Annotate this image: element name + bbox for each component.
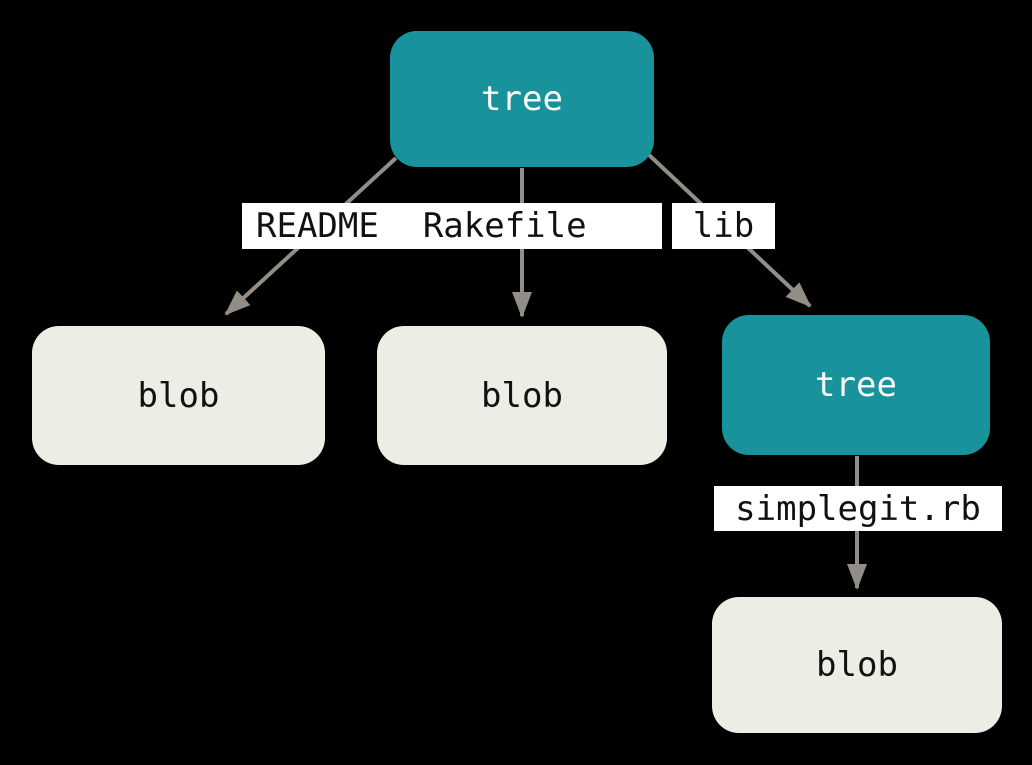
node-tree-lib-label: tree bbox=[815, 365, 897, 405]
edge-label-rakefile: Rakefile bbox=[422, 206, 587, 246]
node-tree-lib: tree bbox=[722, 315, 990, 455]
edge-label-lib: lib bbox=[672, 203, 775, 249]
node-blob-simplegit: blob bbox=[712, 597, 1002, 733]
node-blob-readme: blob bbox=[32, 326, 325, 465]
edge-label-simplegit: simplegit.rb bbox=[714, 486, 1002, 531]
node-blob-readme-label: blob bbox=[137, 375, 220, 416]
node-tree-root: tree bbox=[390, 31, 654, 167]
node-tree-root-label: tree bbox=[481, 79, 563, 119]
edge-label-readme: README bbox=[256, 206, 379, 246]
edge-label-lib-text: lib bbox=[692, 206, 755, 246]
edge-label-simplegit-text: simplegit.rb bbox=[735, 488, 981, 529]
node-blob-simplegit-label: blob bbox=[816, 645, 898, 685]
node-blob-rakefile-label: blob bbox=[481, 375, 563, 416]
node-blob-rakefile: blob bbox=[377, 326, 667, 465]
edge-label-readme-rakefile: README Rakefile bbox=[242, 203, 662, 249]
